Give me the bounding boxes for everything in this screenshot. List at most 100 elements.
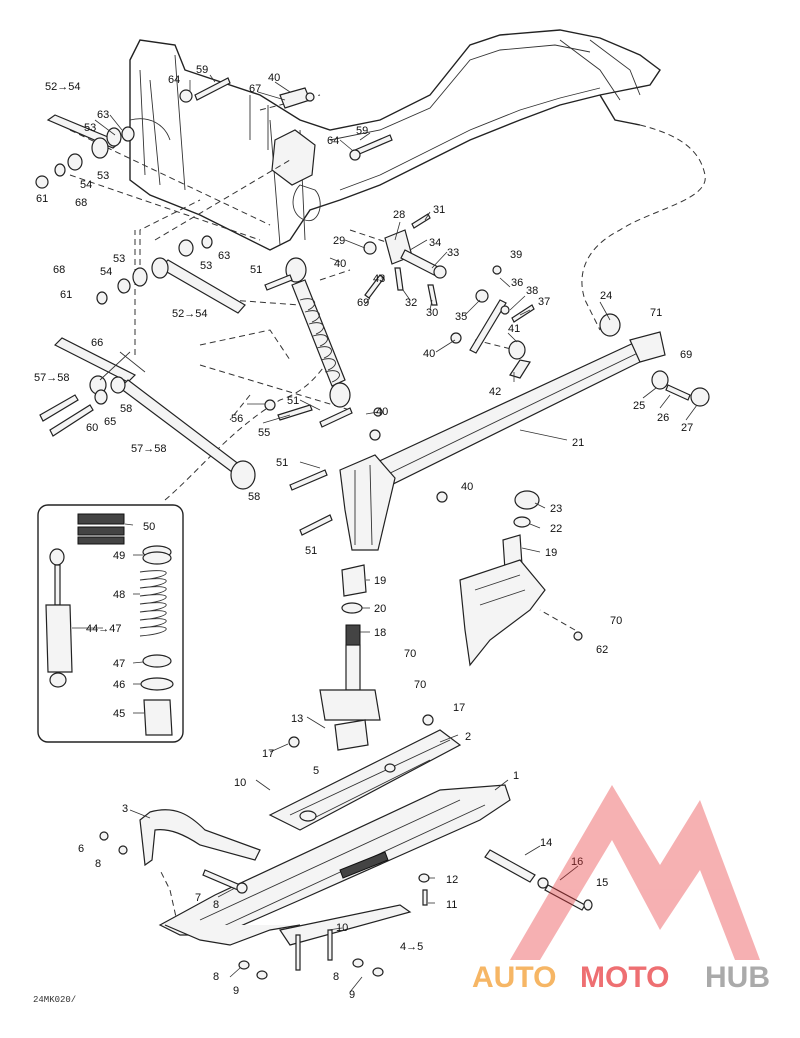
label-51-a: 51 — [250, 264, 262, 276]
label-24: 24 — [600, 290, 612, 302]
label-48: 48 — [113, 589, 125, 601]
label-61-a: 61 — [36, 193, 48, 205]
label-64-a: 64 — [168, 74, 180, 86]
label-51-d: 51 — [305, 545, 317, 557]
label-62: 62 — [596, 644, 608, 656]
label-10-a: 10 — [234, 777, 246, 789]
label-14: 14 — [540, 837, 552, 849]
label-30: 30 — [426, 307, 438, 319]
label-8-c: 8 — [213, 971, 219, 983]
label-54-a: 54 — [80, 179, 92, 191]
label-59-b: 59 — [356, 125, 368, 137]
watermark-logo-shape — [510, 785, 760, 960]
label-53-a: 53 — [84, 122, 96, 134]
label-40-d: 40 — [376, 406, 388, 418]
label-20: 20 — [374, 603, 386, 615]
label-51-b: 51 — [287, 395, 299, 407]
label-22: 22 — [550, 523, 562, 535]
label-17-a: 17 — [453, 702, 465, 714]
document-code: 24MK020/ — [33, 995, 76, 1005]
label-28: 28 — [393, 209, 405, 221]
label-54-b: 54 — [100, 266, 112, 278]
label-40-a: 40 — [268, 72, 280, 84]
label-55: 55 — [258, 427, 270, 439]
upper-arm-rod — [35, 114, 135, 189]
label-40-b: 40 — [334, 258, 346, 270]
label-47: 47 — [113, 658, 125, 670]
label-69-b: 69 — [680, 349, 692, 361]
label-61-b: 61 — [60, 289, 72, 301]
automotohub-watermark: AUTO MOTO HUB — [472, 785, 770, 994]
label-1: 1 — [513, 770, 519, 782]
label-9-a: 9 — [233, 985, 239, 997]
label-6: 6 — [78, 843, 84, 855]
label-43: 43 — [373, 273, 385, 285]
label-41: 41 — [508, 323, 520, 335]
label-11: 11 — [446, 899, 457, 911]
label-50: 50 — [143, 521, 155, 533]
watermark-auto: AUTO — [472, 961, 556, 994]
label-63-b: 63 — [218, 250, 230, 262]
label-58-b: 58 — [248, 491, 260, 503]
label-44-47: 44→47 — [86, 623, 121, 635]
shock-absorber — [264, 257, 383, 441]
label-35: 35 — [455, 311, 467, 323]
label-70-c: 70 — [414, 679, 426, 691]
label-37: 37 — [538, 296, 550, 308]
chassis-frame — [129, 29, 706, 331]
ski-leg-arm — [289, 313, 710, 551]
label-53-c: 53 — [113, 253, 125, 265]
label-70-a: 70 — [610, 615, 622, 627]
label-42: 42 — [489, 386, 501, 398]
label-8-b: 8 — [213, 899, 219, 911]
label-68-b: 68 — [53, 264, 65, 276]
label-33: 33 — [447, 247, 459, 259]
label-40-e: 40 — [461, 481, 473, 493]
label-52-54-b: 52→54 — [172, 308, 207, 320]
label-69-a: 69 — [357, 297, 369, 309]
label-31: 31 — [433, 204, 445, 216]
label-53-d: 53 — [200, 260, 212, 272]
middle-arm-rod — [96, 235, 246, 314]
leader-lines — [72, 74, 698, 993]
label-27: 27 — [681, 422, 693, 434]
label-3: 3 — [122, 803, 128, 815]
label-67: 67 — [249, 83, 261, 95]
lower-arm-rod — [39, 337, 256, 490]
label-63-a: 63 — [97, 109, 109, 121]
label-15: 15 — [596, 877, 608, 889]
bolts-top — [179, 77, 393, 161]
label-9-b: 9 — [349, 989, 355, 1001]
label-7: 7 — [195, 892, 201, 904]
label-58-a: 58 — [120, 403, 132, 415]
label-38: 38 — [526, 285, 538, 297]
label-65: 65 — [104, 416, 116, 428]
label-68-a: 68 — [75, 197, 87, 209]
right-bracket-parts — [459, 490, 583, 667]
label-4-5: 4→5 — [400, 941, 423, 953]
steering-parts — [363, 213, 535, 379]
watermark-hub: HUB — [705, 961, 770, 994]
label-60: 60 — [86, 422, 98, 434]
part-number-labels: 52→54 64 59 40 67 63 53 53 54 61 68 64 5… — [34, 64, 693, 1001]
label-10-b: 10 — [336, 922, 348, 934]
label-19-b: 19 — [374, 575, 386, 587]
label-23: 23 — [550, 503, 562, 515]
label-13: 13 — [291, 713, 303, 725]
label-26: 26 — [657, 412, 669, 424]
label-64-b: 64 — [327, 135, 339, 147]
label-2: 2 — [465, 731, 471, 743]
label-34: 34 — [429, 237, 441, 249]
label-36: 36 — [511, 277, 523, 289]
label-8-a: 8 — [95, 858, 101, 870]
label-57-58-a: 57→58 — [34, 372, 69, 384]
label-52-54-a: 52→54 — [45, 81, 80, 93]
label-5: 5 — [313, 765, 319, 777]
label-51-c: 51 — [276, 457, 288, 469]
ski-assembly — [99, 729, 593, 980]
label-70-b: 70 — [404, 648, 416, 660]
label-53-b: 53 — [97, 170, 109, 182]
label-71: 71 — [650, 307, 662, 319]
label-19-a: 19 — [545, 547, 557, 559]
